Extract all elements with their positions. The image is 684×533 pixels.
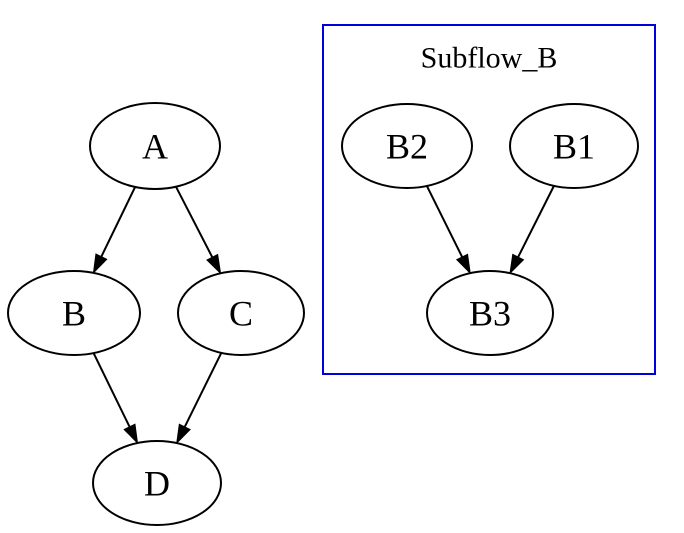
node-D (92, 440, 222, 526)
node-label-A: A (142, 127, 168, 167)
arrowhead-A-C (206, 253, 222, 275)
node-B2 (341, 103, 473, 189)
edge-A-C (175, 186, 214, 258)
edge-A-B (100, 186, 137, 258)
node-B1 (509, 103, 639, 189)
edge-B-D (92, 352, 131, 428)
node-label-B2: B2 (386, 127, 428, 167)
arrowhead-C-D (176, 423, 191, 445)
node-C (177, 270, 305, 356)
node-label-D: D (144, 464, 170, 504)
edge-C-D (183, 352, 223, 428)
cluster-border (322, 24, 656, 375)
edge-B1-B3 (517, 185, 555, 258)
node-A (89, 102, 221, 190)
node-label-B1: B1 (553, 127, 595, 167)
arrowhead-B2-B3 (455, 253, 471, 275)
arrowhead-B-D (123, 423, 139, 445)
node-label-B: B (62, 294, 86, 334)
arrowhead-A-B (92, 253, 108, 275)
node-B (7, 270, 141, 356)
arrowhead-B1-B3 (509, 253, 525, 275)
node-label-B3: B3 (469, 294, 511, 334)
cluster-label: Subflow_B (421, 42, 558, 75)
edge-B2-B3 (425, 185, 464, 258)
node-label-C: C (229, 294, 253, 334)
node-B3 (426, 270, 554, 356)
